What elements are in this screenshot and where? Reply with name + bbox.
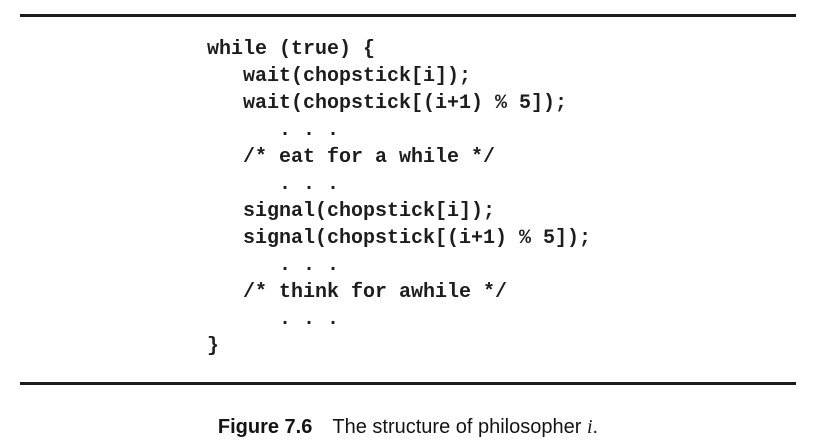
code-line-wait-1: wait(chopstick[i]); [207, 65, 472, 88]
code-line-signal-1: signal(chopstick[i]); [207, 200, 496, 223]
bottom-rule [20, 382, 796, 385]
code-line-comment-think: /* think for awhile */ [207, 281, 508, 304]
top-rule [20, 14, 796, 17]
code-line-ellipsis-2: . . . [207, 173, 340, 196]
code-line-comment-eat: /* eat for a while */ [207, 146, 496, 169]
code-line-ellipsis-1: . . . [207, 119, 340, 142]
code-line-while: while (true) { [207, 38, 376, 61]
figure-caption-suffix: . [592, 416, 599, 438]
figure-caption-variable: i [586, 416, 593, 438]
figure-caption-label: Figure 7.6 [217, 416, 313, 438]
figure-caption-text: The structure of philosopher [332, 416, 587, 438]
code-block: while (true) { wait(chopstick[i]); wait(… [207, 36, 591, 360]
code-line-ellipsis-4: . . . [207, 308, 340, 331]
code-line-signal-2: signal(chopstick[(i+1) % 5]); [207, 227, 592, 250]
figure-caption: Figure 7.6 The structure of philosopher i… [0, 415, 816, 439]
code-line-wait-2: wait(chopstick[(i+1) % 5]); [207, 92, 568, 115]
code-line-closing-brace: } [207, 335, 220, 358]
code-line-ellipsis-3: . . . [207, 254, 340, 277]
